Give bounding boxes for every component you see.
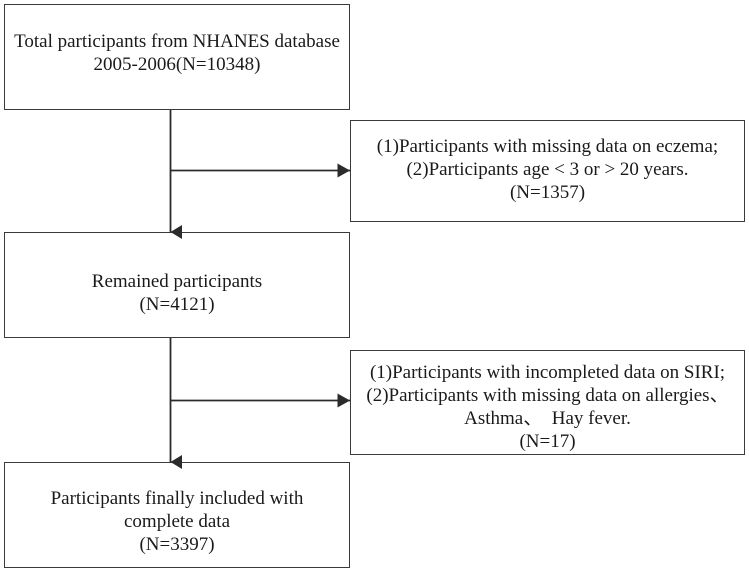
node-remained-participants: Remained participants (N=4121) [4, 232, 350, 338]
node-included-participants: Participants finally included with compl… [4, 462, 350, 568]
node-exclusion-criteria-1: (1)Participants with missing data on ecz… [350, 120, 745, 222]
node-exclusion-criteria-2: (1)Participants with incompleted data on… [350, 350, 745, 455]
node-total-participants: Total participants from NHANES database … [4, 4, 350, 110]
